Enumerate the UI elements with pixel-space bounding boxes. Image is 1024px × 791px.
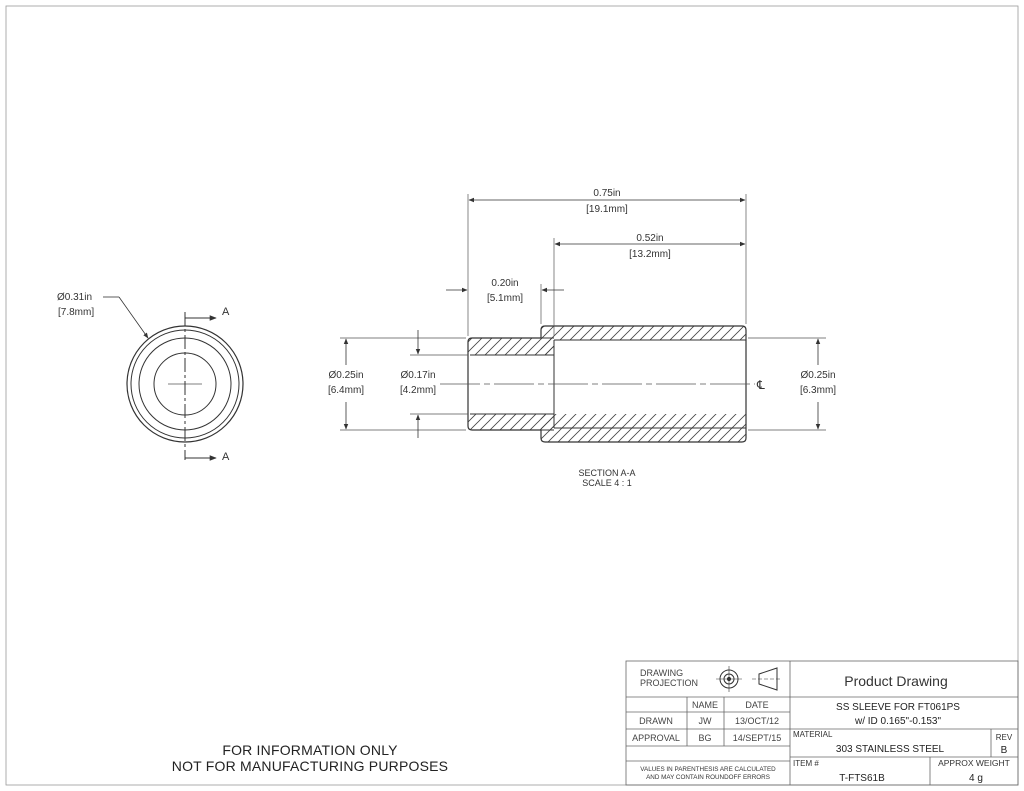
information-notice: FOR INFORMATION ONLY NOT FOR MANUFACTURI…: [150, 742, 470, 774]
end-diameter-mm: [7.8mm]: [58, 307, 94, 318]
right-od-in: Ø0.25in: [800, 370, 835, 381]
rev-value: B: [1001, 745, 1008, 756]
product-drawing-title: Product Drawing: [844, 673, 948, 689]
title-block-text: DRAWING PROJECTION NAME DATE DRAWN JW 13…: [632, 668, 1013, 784]
title-line1: SS SLEEVE FOR FT061PS: [836, 702, 960, 713]
drawn-date: 13/OCT/12: [735, 716, 779, 726]
end-view: A A Ø0.31in [7.8mm]: [57, 292, 244, 463]
step-mm: [5.1mm]: [487, 293, 523, 304]
wall-top-left: [468, 338, 554, 355]
overall-length-mm: [19.1mm]: [586, 204, 628, 215]
right-od-mm: [6.3mm]: [800, 385, 836, 396]
section-view: ℄ 0.75in [19.1mm] 0.52in [13.2mm] 0.20in…: [328, 188, 836, 488]
rev-label: REV: [996, 733, 1013, 742]
long-part-in: 0.52in: [636, 233, 663, 244]
bore-left: [470, 355, 554, 414]
diameter-leader-diag: [118, 296, 149, 339]
item-label: ITEM #: [793, 759, 819, 768]
approval-label: APPROVAL: [632, 733, 680, 743]
title-line2: w/ ID 0.165"-0.153": [854, 716, 941, 727]
projection-label-2: PROJECTION: [640, 678, 698, 688]
left-od-in: Ø0.25in: [328, 370, 363, 381]
bore-in: Ø0.17in: [400, 370, 435, 381]
drawn-label: DRAWN: [639, 716, 673, 726]
bore-mm: [4.2mm]: [400, 385, 436, 396]
material-label: MATERIAL: [793, 730, 833, 739]
material-value: 303 STAINLESS STEEL: [836, 744, 945, 755]
header-date: DATE: [745, 700, 768, 710]
section-label-bottom: A: [222, 451, 230, 463]
wall-bottom-left: [468, 414, 554, 430]
overall-length-in: 0.75in: [593, 188, 620, 199]
centerline-symbol: ℄: [756, 378, 765, 392]
approval-name: BG: [698, 733, 711, 743]
end-diameter-in: Ø0.31in: [57, 292, 92, 303]
header-name: NAME: [692, 700, 718, 710]
long-part-mm: [13.2mm]: [629, 249, 671, 260]
step-in: 0.20in: [491, 278, 518, 289]
projection-symbol-icon: [716, 666, 781, 692]
section-caption-line1: SECTION A-A: [578, 468, 635, 478]
values-note-2: AND MAY CONTAIN ROUNDOFF ERRORS: [646, 774, 770, 781]
section-caption-line2: SCALE 4 : 1: [582, 478, 632, 488]
weight-label: APPROX WEIGHT: [938, 758, 1010, 768]
title-block: [625, 660, 1019, 786]
sheet-border: [5, 5, 1019, 786]
item-value: T-FTS61B: [839, 773, 885, 784]
values-note-1: VALUES IN PARENTHESIS ARE CALCULATED: [640, 766, 776, 773]
left-od-mm: [6.4mm]: [328, 385, 364, 396]
notice-line-2: NOT FOR MANUFACTURING PURPOSES: [171, 758, 449, 774]
drawn-name: JW: [699, 716, 713, 726]
bore-right: [554, 340, 746, 414]
projection-label-1: DRAWING: [640, 668, 683, 678]
weight-value: 4 g: [969, 773, 983, 784]
part-outline: [467, 325, 747, 443]
notice-line-1: FOR INFORMATION ONLY: [222, 742, 398, 758]
section-label-top: A: [222, 306, 230, 318]
approval-date: 14/SEPT/15: [733, 733, 782, 743]
